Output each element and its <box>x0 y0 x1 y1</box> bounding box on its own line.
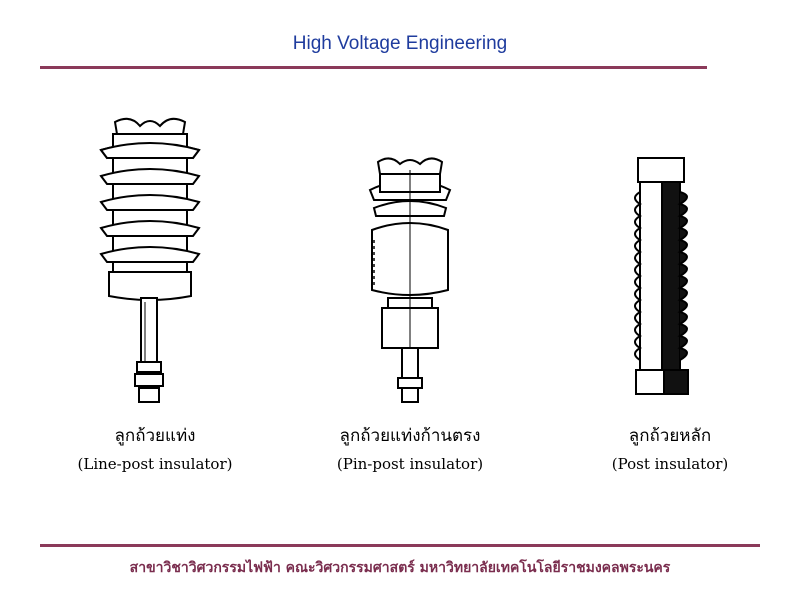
line-post-insulator-image <box>99 117 201 403</box>
line-post-english-label: (Line-post insulator) <box>77 455 233 473</box>
pin-post-thai-label: ลูกถ้วยแท่งก้านตรง <box>339 426 481 446</box>
footer-divider <box>40 544 760 547</box>
post-insulator-caption: ลูกถ้วยหลัก (Post insulator) <box>580 422 760 473</box>
line-post-insulator-caption: ลูกถ้วยแท่ง (Line-post insulator) <box>55 422 255 473</box>
page-title: High Voltage Engineering <box>292 33 508 54</box>
post-insulator-image <box>634 157 689 395</box>
pin-post-insulator-caption: ลูกถ้วยแท่งก้านตรง (Pin-post insulator) <box>300 422 520 473</box>
line-post-thai-label: ลูกถ้วยแท่ง <box>114 426 196 446</box>
pin-post-english-label: (Pin-post insulator) <box>336 455 484 473</box>
pin-post-insulator-image <box>368 157 452 403</box>
footer-text: สาขาวิชาวิศวกรรมไฟฟ้า คณะวิศวกรรมศาสตร์ … <box>129 560 671 576</box>
post-thai-label: ลูกถ้วยหลัก <box>628 426 712 446</box>
post-english-label: (Post insulator) <box>611 455 729 473</box>
header-divider <box>40 66 707 69</box>
